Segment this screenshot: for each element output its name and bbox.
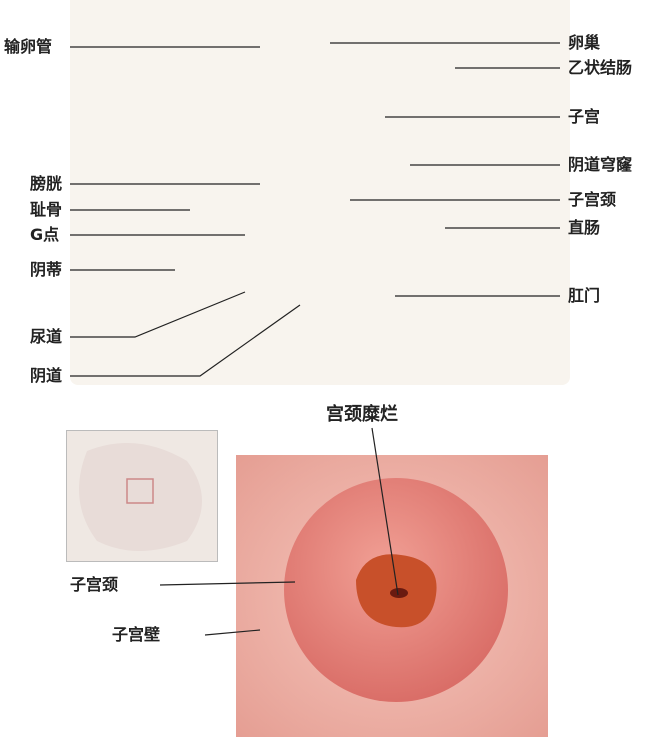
label-anus: 肛门 <box>568 286 601 305</box>
label-rectum: 直肠 <box>568 218 601 237</box>
label-ovary: 卵巢 <box>568 33 601 52</box>
cervix-closeup <box>236 455 548 737</box>
label-vaginal-fornix: 阴道穹窿 <box>568 155 633 174</box>
anatomy-illustration-area <box>70 0 570 385</box>
label-clitoris: 阴蒂 <box>30 260 63 279</box>
label-vagina: 阴道 <box>30 366 63 385</box>
label-g-spot: G点 <box>30 225 60 244</box>
label-sigmoid-colon: 乙状结肠 <box>568 58 633 77</box>
erosion-title: 宫颈糜烂 <box>326 404 398 425</box>
label-uterine-wall: 子宫壁 <box>112 625 161 644</box>
label-urethra: 尿道 <box>30 327 63 346</box>
inset-thumbnail <box>66 430 218 562</box>
label-bladder: 膀胱 <box>30 174 63 193</box>
label-cervix: 子宫颈 <box>568 190 617 209</box>
label-pubic-bone: 耻骨 <box>30 200 63 219</box>
label-cervix-closeup: 子宫颈 <box>70 575 119 594</box>
label-fallopian-tube: 输卵管 <box>4 37 53 56</box>
label-uterus: 子宫 <box>568 107 601 126</box>
